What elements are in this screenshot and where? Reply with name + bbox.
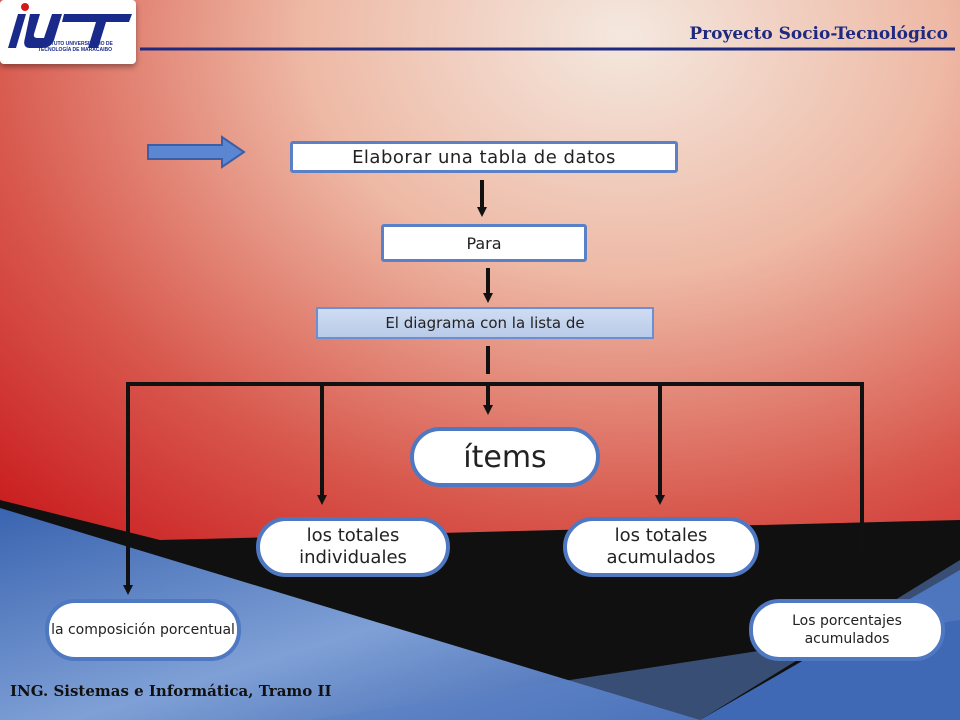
logo-subtitle-line-2: TECNOLOGÍA DE MARACAIBO: [38, 47, 112, 53]
logo-subtitle: INSTITUTO UNIVERSITARIO DE TECNOLOGÍA DE…: [38, 41, 134, 53]
node-totales-acumulados: los totales acumulados: [563, 517, 759, 577]
logo-subtitle-line-1: INSTITUTO UNIVERSITARIO DE: [38, 41, 113, 47]
node-items: ítems: [410, 427, 600, 487]
step-elaborar-tabla: Elaborar una tabla de datos: [290, 141, 678, 173]
node-totales-individuales: los totales individuales: [256, 517, 450, 577]
step-diagrama: El diagrama con la lista de: [316, 307, 654, 339]
node-porcentajes-acumulados: Los porcentajes acumulados: [749, 599, 945, 661]
iut-logo-icon: [8, 3, 132, 48]
connector-lines: [123, 180, 864, 595]
institution-logo: INSTITUTO UNIVERSITARIO DE TECNOLOGÍA DE…: [0, 0, 136, 64]
step-para: Para: [381, 224, 587, 262]
page-title: Proyecto Socio-Tecnológico: [689, 24, 948, 44]
input-arrow-icon: [147, 135, 246, 169]
footer-text: ING. Sistemas e Informática, Tramo II: [10, 682, 332, 700]
node-composicion-porcentual: la composición porcentual: [45, 599, 241, 661]
